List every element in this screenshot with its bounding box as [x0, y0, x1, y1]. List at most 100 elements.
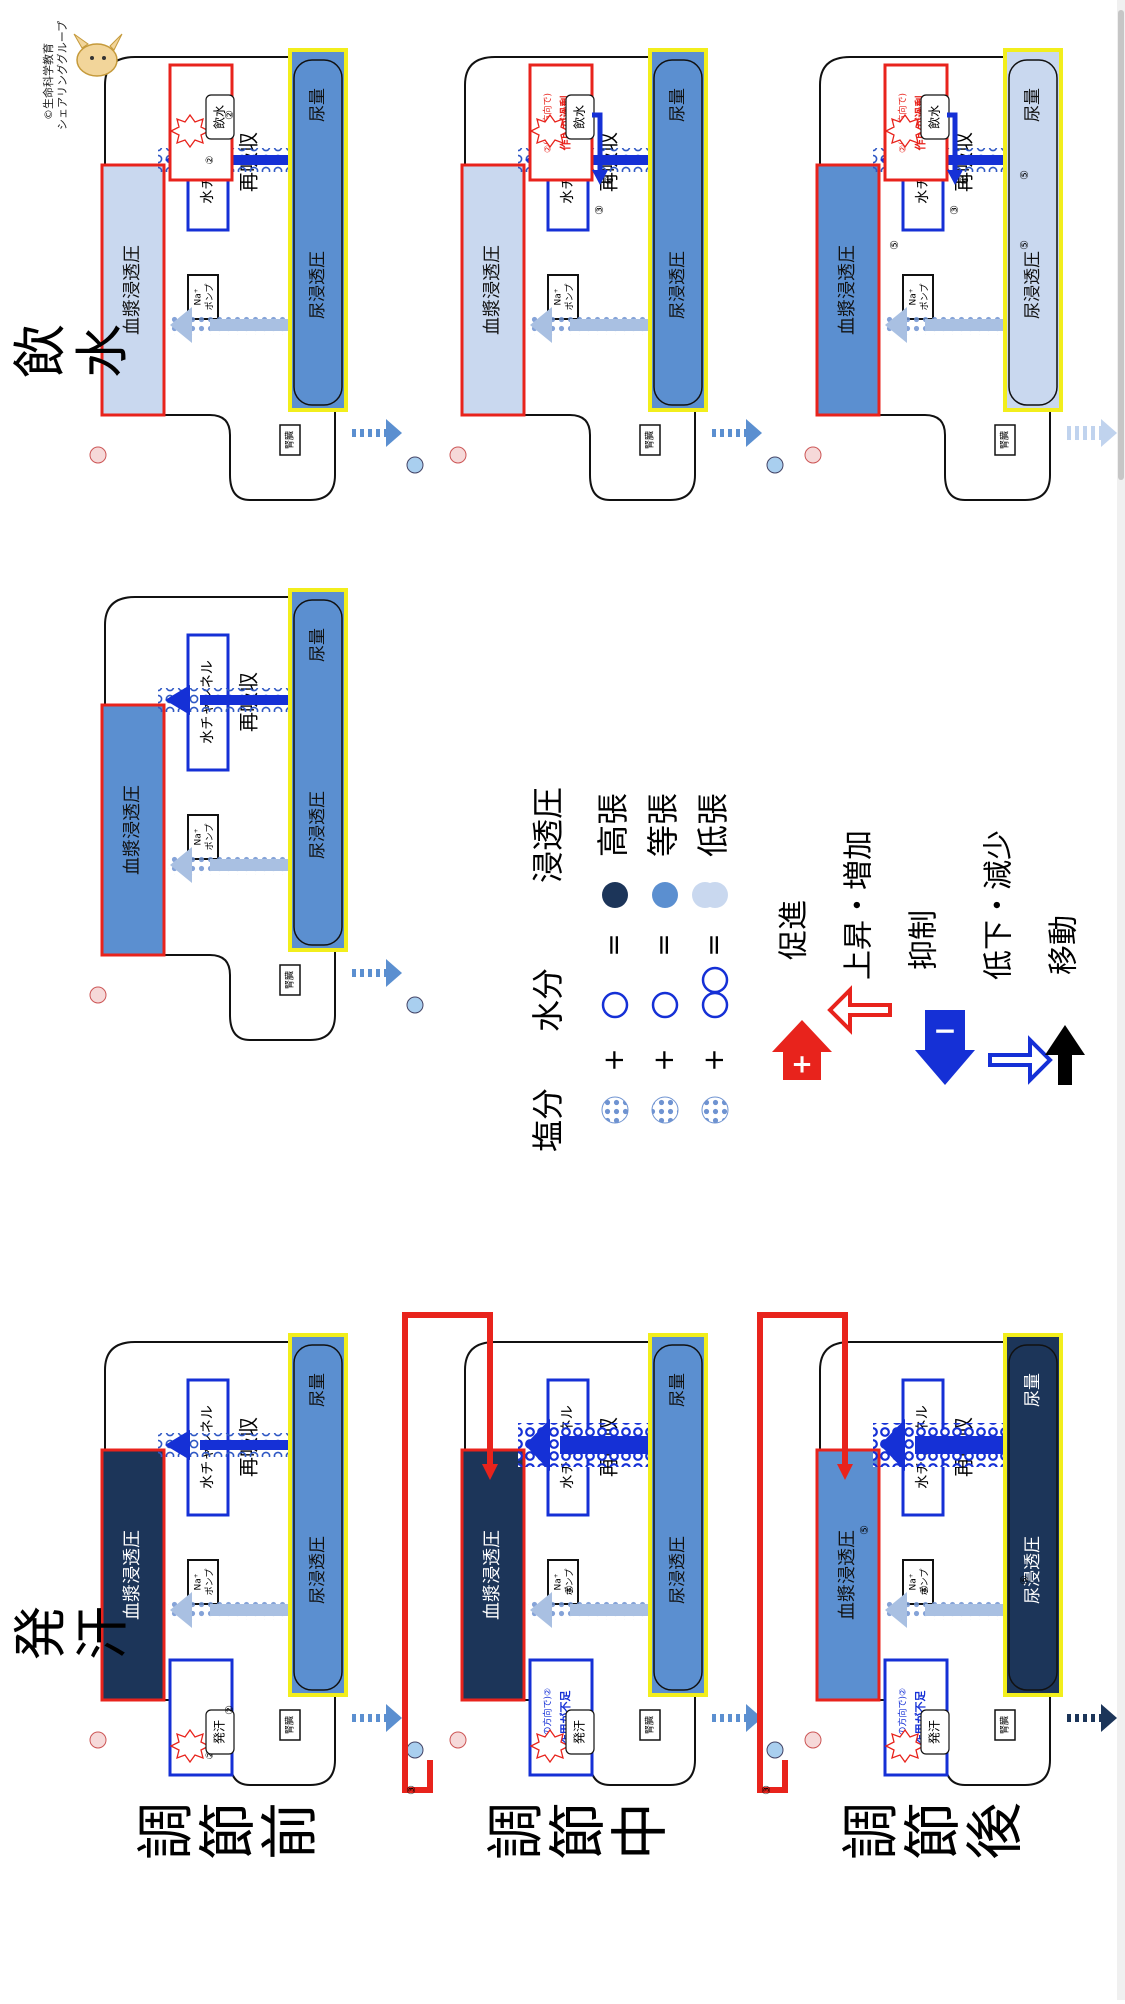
na-pump-label2: ポンプ [205, 824, 216, 851]
legend-osm-word-0: 高張 [594, 793, 632, 857]
legend-eq-1: = [647, 933, 680, 956]
toilet-icon [406, 1741, 424, 1759]
na-pump-label2: ポンプ [205, 284, 216, 311]
urine-inner-outline [293, 59, 343, 406]
outflow-arrowhead [386, 419, 402, 447]
step-marker-0: ② [223, 1705, 236, 1715]
feedback-loop-blue-arrowhead [947, 170, 963, 185]
na-pump-label1: Na⁺ [909, 288, 919, 305]
na-pump-box [187, 1559, 219, 1605]
legend-increase-label: 上昇・増加 [842, 830, 877, 980]
plasma-box [100, 1448, 166, 1702]
plasma-box [815, 163, 881, 417]
salt-arrow-head [530, 307, 552, 343]
legend-salt-1 [651, 1096, 679, 1124]
kidney-label-box [279, 424, 301, 456]
salt-arrow-shaft [570, 319, 648, 331]
step-marker-1: ④ [603, 175, 616, 185]
urine-osm-label: 尿浸透圧 [1023, 251, 1043, 319]
salt-arrow-head [885, 307, 907, 343]
plasma-box [460, 163, 526, 417]
legend-water-extra [701, 966, 729, 994]
legend-osm-dot-extra [692, 882, 718, 908]
panel-sweat-during: 血漿浸透圧尿浸透圧尿量水チャンネル再吸収Na⁺ポンプ腎臓(逆の方向で)②作用が不… [402, 1312, 784, 1795]
urine-osm-label: 尿浸透圧 [308, 1536, 328, 1604]
brain-icon [804, 1731, 822, 1749]
step-marker-3: ⑤ [1018, 240, 1031, 250]
kidney-label-box [639, 1709, 661, 1741]
scrollbar[interactable] [1117, 0, 1125, 2000]
urine-vol-label: 尿量 [668, 88, 688, 122]
step-marker-1: ④ [918, 1585, 931, 1595]
outflow-arrowhead [1101, 419, 1117, 447]
plasma-label: 血漿浸透圧 [122, 785, 143, 875]
urine-osm-label: 尿浸透圧 [668, 1536, 688, 1604]
kidney-label: 腎臓 [285, 431, 296, 449]
outflow-arrowhead [1101, 1704, 1117, 1732]
legend-inhibit-arrow-head [915, 1050, 975, 1085]
step-marker-2: ⑤ [888, 240, 901, 250]
brain-icon [89, 1731, 107, 1749]
urine-inner-outline [1008, 59, 1058, 406]
trigger-box [205, 1709, 235, 1755]
urine-box [648, 48, 708, 412]
kidney-label-box [279, 964, 301, 996]
scrollbar-thumb[interactable] [1118, 10, 1124, 480]
kidney-label: 腎臓 [645, 1716, 656, 1734]
plasma-label: 血漿浸透圧 [482, 1530, 503, 1620]
kidney-label-box [994, 1709, 1016, 1741]
urine-osm-label: 尿浸透圧 [308, 251, 328, 319]
legend-header-water: 水分 [529, 968, 567, 1032]
feedback-loop-blue [592, 112, 603, 175]
plasma-label: 血漿浸透圧 [122, 1530, 143, 1620]
salt-arrow-shaft [210, 1604, 288, 1616]
brain-icon [89, 446, 107, 464]
na-pump-label1: Na⁺ [194, 1573, 204, 1590]
kidney-label: 腎臓 [645, 431, 656, 449]
feedback-loop-arrowhead [482, 1464, 498, 1480]
salt-arrow-head [170, 307, 192, 343]
kidney-label: 腎臓 [285, 1716, 296, 1734]
na-pump-label1: Na⁺ [194, 288, 204, 305]
trigger-box [920, 1709, 950, 1755]
urine-inner-outline [653, 1344, 703, 1691]
legend-move-arrow-shaft [1058, 1050, 1072, 1085]
step-marker-0: ③ [948, 205, 961, 215]
na-pump-label2: ポンプ [565, 1569, 576, 1596]
urine-vol-label: 尿量 [1023, 1373, 1043, 1407]
feedback-loop-blue-arrowhead [592, 170, 608, 185]
salt-arrow-head [170, 847, 192, 883]
trigger-label: 飲水 [927, 105, 942, 129]
plasma-box [100, 703, 166, 957]
feedback-loop [757, 1312, 848, 1793]
trigger-label: 発汗 [213, 1720, 227, 1744]
legend-eq-0: = [597, 933, 630, 956]
step-marker-0: ③ [760, 1785, 773, 1795]
na-pump-box [547, 1559, 579, 1605]
trigger-label: 発汗 [928, 1720, 942, 1744]
legend-water-2 [701, 991, 729, 1019]
water-arrow-shaft [200, 155, 288, 165]
water-arrow-shaft [200, 1440, 288, 1450]
mascot-icon [73, 33, 123, 77]
legend-increase-arrow [827, 985, 892, 1035]
plasma-label: 血漿浸透圧 [122, 245, 143, 335]
panel-drink-during: 血漿浸透圧尿浸透圧尿量水チャンネル再吸収Na⁺ポンプ腎臓②(同じ方向で)作用が過… [449, 48, 784, 501]
salt-arrow-shaft [570, 1604, 648, 1616]
na-pump-box [902, 1559, 934, 1605]
salt-arrow-head [170, 1592, 192, 1628]
legend-osm-word-2: 低張 [694, 793, 732, 857]
kidney-label-box [279, 1709, 301, 1741]
legend-inhibit-label: 抑制 [907, 910, 942, 970]
na-pump-label2: ポンプ [205, 1569, 216, 1596]
na-pump-label1: Na⁺ [554, 1573, 564, 1590]
legend-salt-0 [601, 1096, 629, 1124]
salt-arrow-shaft [210, 319, 288, 331]
outflow-arrowhead [386, 1704, 402, 1732]
urine-box [288, 1333, 348, 1697]
alert-burst-icon [529, 113, 571, 149]
water-arrow-shaft [560, 1436, 648, 1454]
